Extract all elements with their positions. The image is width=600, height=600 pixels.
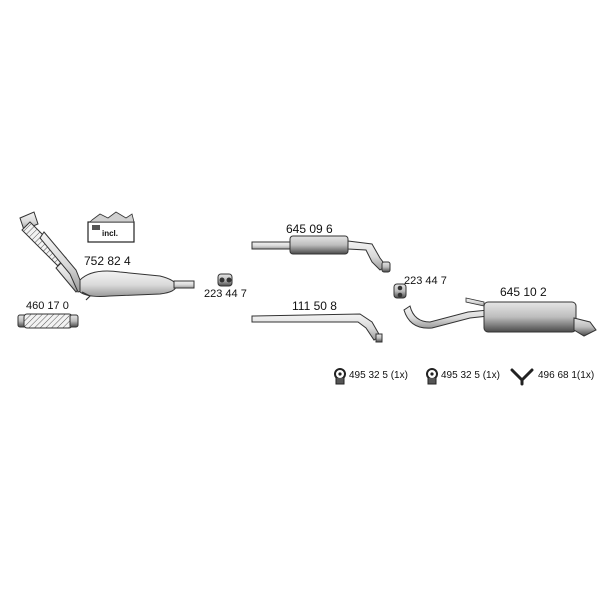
y-hanger-icon — [510, 368, 534, 386]
mounting-kit-box — [87, 211, 135, 243]
part-number-223-44-7-a: 223 44 7 — [204, 288, 247, 300]
accessory-label-2: 495 32 5 (1x) — [441, 370, 500, 381]
clamp-b — [393, 283, 407, 299]
part-number-645-09-6: 645 09 6 — [286, 222, 333, 236]
middle-silencer — [251, 235, 391, 273]
front-pipe-catalytic-converter — [19, 211, 195, 301]
rubber-mount-icon — [334, 368, 346, 385]
intermediate-pipe — [251, 313, 383, 343]
part-number-645-10-2: 645 10 2 — [500, 285, 547, 299]
mounting-kit-label: incl. — [102, 229, 119, 238]
rubber-mount-icon — [426, 368, 438, 385]
clamp-a — [217, 273, 233, 287]
accessory-label-3: 496 68 1(1x) — [538, 370, 595, 381]
accessory-label-1: 495 32 5 (1x) — [349, 370, 408, 381]
part-number-460-17-0: 460 17 0 — [26, 300, 69, 312]
part-number-223-44-7-b: 223 44 7 — [404, 275, 447, 287]
flex-pipe — [17, 313, 79, 329]
rear-silencer — [403, 297, 597, 337]
part-number-111-50-8: 111 50 8 — [292, 299, 337, 313]
part-number-752-82-4: 752 82 4 — [84, 254, 131, 268]
